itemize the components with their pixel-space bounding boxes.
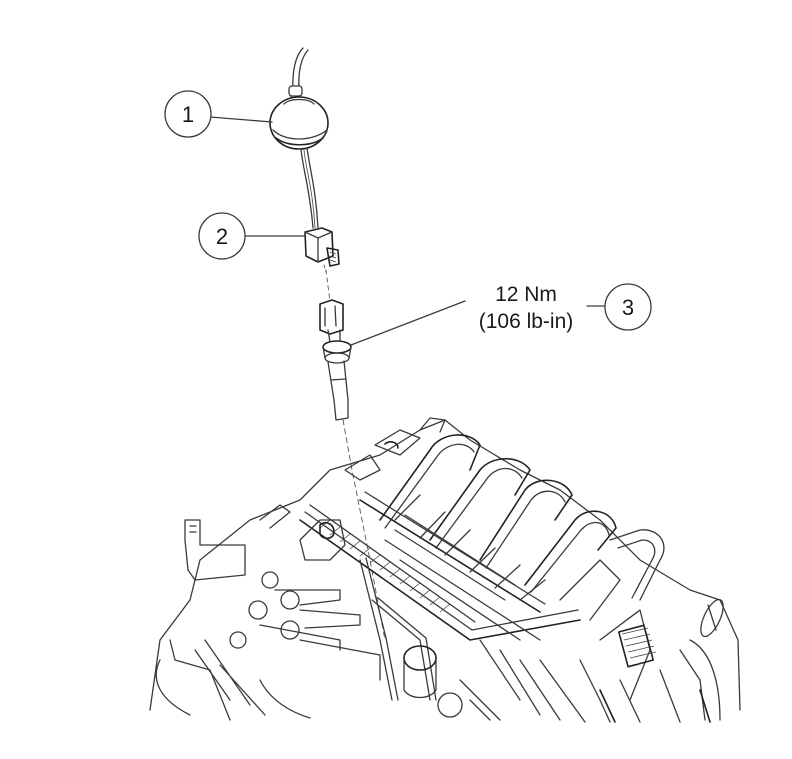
sensor [319,299,352,421]
svg-text:2: 2 [216,224,228,249]
alignment-line-upper [325,269,331,303]
callout-2: 2 [198,212,246,260]
leader-line-3 [350,300,466,346]
alignment-line-lower [342,419,386,641]
engine-intake-manifold [149,417,741,723]
torque-spec-metric: 12 Nm [495,283,557,306]
callout-3: 3 [604,283,652,331]
reservoir-bulb [269,47,329,229]
electrical-connector [304,227,340,273]
svg-text:1: 1 [182,102,194,127]
callout-1: 1 [164,90,212,138]
svg-text:3: 3 [622,295,634,320]
torque-spec-imperial: (106 lb-in) [479,310,574,333]
leader-line-1 [209,116,273,123]
